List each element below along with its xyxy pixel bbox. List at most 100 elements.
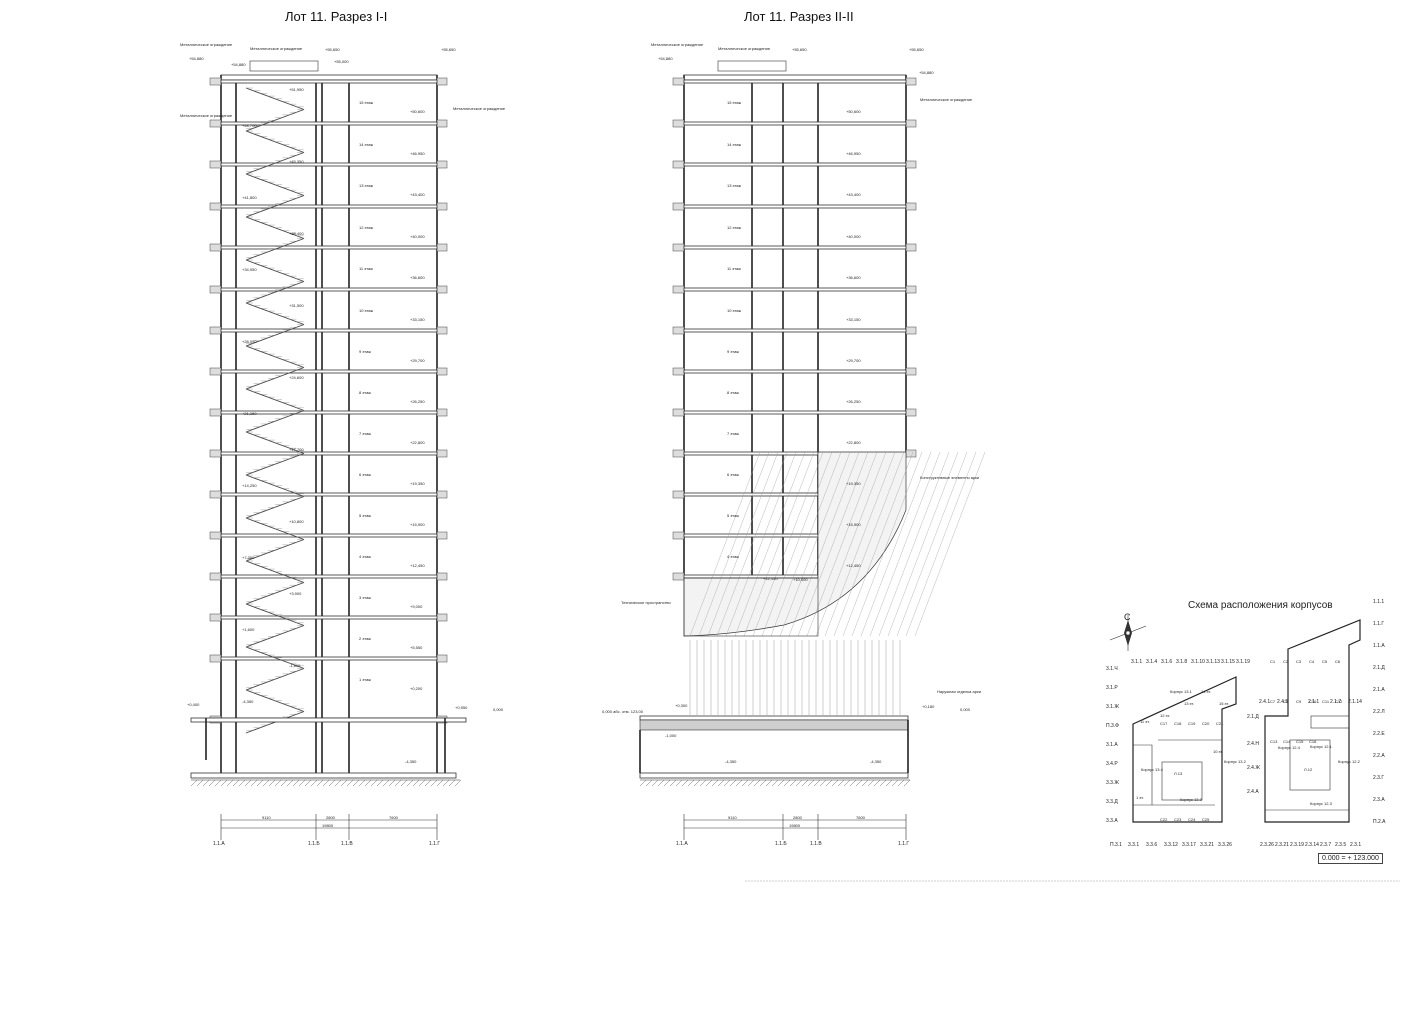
facade-band [672,77,685,86]
level-mark: +29,700 [410,358,425,363]
cell-label: С7 [1270,699,1276,704]
railing-label-left: Металлическое ограждение [180,113,233,118]
ground-hatch [891,779,899,787]
storey-label: 13 эт. [1184,701,1195,706]
level-mark: +22,800 [410,440,425,445]
floor-slab [220,656,438,661]
ground-hatch [705,779,713,787]
ground-hatch [855,779,863,787]
ground-hatch [322,779,330,787]
ground-hatch [873,779,881,787]
ground-hatch [903,779,911,787]
ground-hatch [340,779,348,787]
floor-label: 11 этаж [359,266,373,271]
basement-level: -4,350 [725,759,737,764]
level-mark: +22,800 [846,440,861,445]
axis-label: 1.1.В [341,841,353,847]
railing-label: Металлическое ограждение [180,42,233,47]
stair-level-mark: +14,250 [242,483,257,488]
stair-level-mark: -4,350 [242,699,254,704]
scheme-axis: 3.1.4 [1146,659,1158,665]
facade-band [209,160,222,169]
facade-band [905,326,917,335]
scheme-axis: 1.1.1 [1373,599,1385,605]
floor-label: 15 этаж [727,100,742,105]
ground-hatch [196,779,204,787]
block-label: Корпус 13.1 [1170,689,1192,694]
railing-label-right: Металлическое ограждение [920,97,973,102]
level-mark: +10,000 [793,577,808,582]
ground-hatch [657,779,665,787]
facade-band [672,160,685,169]
level-mark: +50,600 [410,109,425,114]
level-mark: +54,880 [658,56,673,61]
ground-hatch [352,779,360,787]
floor-label: 12 этаж [727,225,742,230]
arch-hatch [887,451,959,637]
floor-label: 1 этаж [359,677,371,682]
level-mark: +5,550 [410,645,423,650]
north-arrow-icon [1109,615,1147,651]
ground-hatch [879,779,887,787]
ground-hatch [298,779,306,787]
scheme-axis: 2.4.1 [1259,699,1271,705]
block-label: Корпус 13.3 [1180,797,1202,802]
level-mark: +36,600 [846,275,861,280]
stair-level-mark: +17,700 [289,447,304,452]
floor-label: 4 этаж [727,554,739,559]
facade-band [672,367,685,376]
cell-label: С6 [1335,659,1341,664]
floor-label: 7 этаж [359,431,371,436]
floor-slab [220,410,438,415]
ground-hatch [244,779,252,787]
floor-label: 12 этаж [359,225,374,230]
level-mark: +46,950 [846,151,861,156]
floor-slab [683,328,907,333]
dimension: 9110 [262,815,271,820]
arch-hatch [896,451,968,637]
facade-band [209,572,222,581]
ground-hatch [723,779,731,787]
ground-zero: 0,000 [960,707,971,712]
scheme-axis: 3.1.10 [1191,659,1205,665]
railing-label: Металлическое ограждение [250,46,303,51]
ground-hatch [268,779,276,787]
floor-slab [220,615,438,620]
floor-slab [220,245,438,250]
floor-slab [683,79,907,84]
stair-level-mark: +21,150 [242,411,257,416]
axis-label: 1.1.А [676,841,688,847]
facade-band [436,490,448,499]
scheme-axis: 2.1.А [1373,687,1385,693]
ground-hatch [783,779,791,787]
ground-hatch [741,779,749,787]
scheme-title: Схема расположения корпусов [1188,600,1333,611]
cell-label: С20 [1202,721,1210,726]
ground-hatch [837,779,845,787]
axis-label: 1.1.В [810,841,822,847]
ground-hatch [394,779,402,787]
ground-hatch [454,779,462,787]
level-mark: +40,000 [410,234,425,239]
level-mark: +15,900 [410,522,425,527]
ground-hatch [693,779,701,787]
floor-slab [220,451,438,456]
scheme-axis: 2.3.А [1373,797,1385,803]
block-label: Корпус 13.4 [1141,767,1163,772]
facade-band [672,326,685,335]
level-mark: +43,400 [846,192,861,197]
scheme-axis: 3.1.А [1106,742,1118,748]
scheme-axis: 3.3.17 [1182,842,1196,848]
facade-band [905,119,917,128]
ground-hatch [226,779,234,787]
ground-hatch [729,779,737,787]
stair-level-mark: +24,600 [289,375,304,380]
stair-level-mark: +28,050 [242,339,257,344]
floor-slab [220,328,438,333]
facade-band [436,119,448,128]
floor-label: 13 этаж [727,183,742,188]
dimension-total: 19800 [322,823,334,828]
facade-band [672,490,685,499]
scheme-axis: 2.3.14 [1305,842,1319,848]
block-label: Л.13 [1174,771,1183,776]
